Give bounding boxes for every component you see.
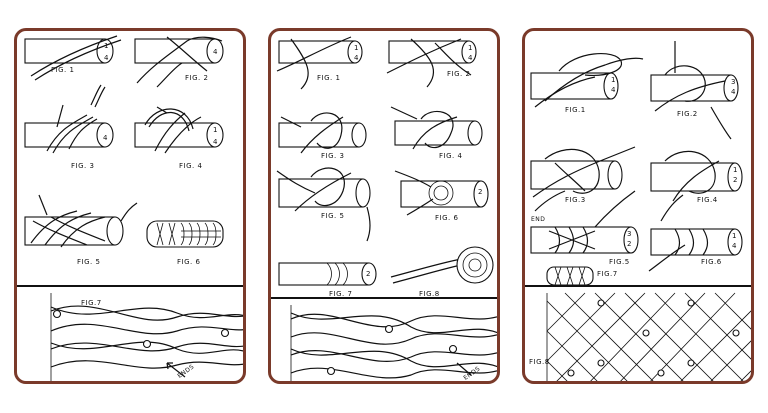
p3-fig7-label: FIG.7 [597,270,618,278]
p2-fig5-label: FIG. 5 [321,212,345,220]
panel-2-illustrations [276,36,497,381]
p1-strand-4: 4 [104,54,109,62]
panel-1-illustrations [24,35,243,381]
p1-strand-1: 1 [104,42,109,50]
p1-fig6-label: FIG. 6 [177,258,201,266]
p1-fig3-drawing [24,84,114,154]
p3-strand-1b: 1 [733,166,738,174]
p3-fig6-drawing [648,228,743,272]
p2-fig8-drawing [390,246,494,284]
p2-fig8-label: FIG.8 [419,290,440,298]
p3-strand-4: 4 [731,88,736,96]
p3-fig2-drawing [650,41,739,140]
p1-pattern-chart [17,285,243,381]
p3-fig5-drawing [530,190,639,254]
p1-fig6-drawing [146,220,224,248]
p1-strand-4d: 4 [103,134,108,142]
p2-fig6-label: FIG. 6 [435,214,459,222]
p3-fig2-label: FIG.2 [677,110,698,118]
p2-fig4-label: FIG. 4 [439,152,463,160]
p1-strand-1b: 1 [213,126,218,134]
p1-fig3-label: FIG. 3 [71,162,95,170]
p2-chart-drawing [290,305,497,381]
p2-fig2-label: FIG. 2 [447,70,471,78]
p3-strand-1c: 1 [732,232,737,240]
p1-fig5-drawing [24,194,138,248]
p2-fig2-drawing [386,38,477,88]
p2-fig1-label: FIG. 1 [317,74,341,82]
p1-fig5-label: FIG. 5 [77,258,101,266]
p1-fig2-drawing [134,36,224,88]
p3-strand-1: 1 [611,76,616,84]
p2-fig7-drawing [278,262,377,286]
panel-2: FIG. 1 FIG. 2 FIG. 3 FIG. 4 FIG. 5 FIG. … [268,28,500,384]
p2-strand-4: 4 [354,54,359,62]
p2-strand-1: 1 [354,44,359,52]
p1-strand-4c: 4 [213,138,218,146]
p3-pattern-chart [525,285,751,381]
p2-fig3-drawing [278,112,367,154]
p1-fig1-drawing [24,35,122,81]
p2-fig7-label: FIG. 7 [329,290,353,298]
p3-end-label: END [531,216,546,223]
p2-fig6-drawing [394,170,489,216]
p3-fig4-drawing [650,150,743,222]
p2-pattern-chart [271,297,497,381]
p3-strand-4c: 4 [732,242,737,250]
p1-fig1-label: FIG. 1 [51,66,75,74]
p1-fig4-label: FIG. 4 [179,162,203,170]
p1-fig2-label: FIG. 2 [185,74,209,82]
p3-chart-drawing [546,292,751,381]
p2-fig1-drawing [276,36,363,90]
p3-fig5-label: FIG.5 [609,258,630,266]
p2-strand-1b: 1 [468,44,473,52]
p2-strand-4b: 4 [468,54,473,62]
p1-chart-label: FIG.7 [81,299,102,307]
p3-strand-2b: 2 [627,240,632,248]
p2-strand-2: 2 [478,188,483,196]
p2-fig5-drawing [276,167,371,242]
p3-fig1-drawing [530,53,644,108]
panel-3: FIG.1 FIG.2 FIG.3 FIG.4 FIG.5 FIG.6 FIG.… [522,28,754,384]
p1-fig4-drawing [134,106,224,154]
p2-fig4-drawing [390,106,483,150]
p3-fig8-label: FIG.8 [529,358,550,366]
p3-fig1-label: FIG.1 [565,106,586,114]
p3-fig3-label: FIG.3 [565,196,586,204]
p2-strand-2b: 2 [366,270,371,278]
p2-fig3-label: FIG. 3 [321,152,345,160]
p3-strand-3b: 3 [627,230,632,238]
panel-1: FIG. 1 FIG. 2 FIG. 3 FIG. 4 FIG. 5 FIG. … [14,28,246,384]
p3-fig3-drawing [530,146,636,212]
p3-strand-4b: 4 [611,86,616,94]
p3-fig6-label: FIG.6 [701,258,722,266]
p3-strand-3: 3 [731,78,736,86]
p1-chart-drawing [50,293,243,381]
p3-fig4-label: FIG.4 [697,196,718,204]
p3-fig7-drawing [546,266,594,286]
p3-strand-2: 2 [733,176,738,184]
p1-strand-4b: 4 [213,48,218,56]
